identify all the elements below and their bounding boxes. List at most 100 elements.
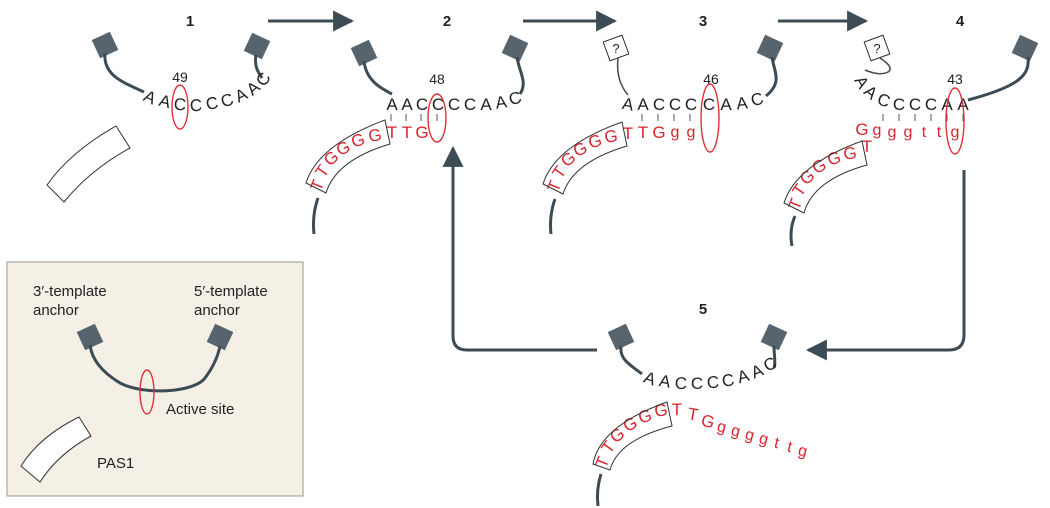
template-rna-3-end xyxy=(362,60,393,96)
template-base: C xyxy=(706,373,720,393)
legend-5-anchor-icon xyxy=(206,323,234,351)
legend: 3′-template anchor 5′-template anchor Ac… xyxy=(6,261,304,497)
template-3-anchor xyxy=(91,31,119,59)
dna-base: G xyxy=(699,411,716,433)
legend-3-anchor-label-line2: anchor xyxy=(33,302,79,319)
template-base: C xyxy=(173,94,187,114)
template-5-anchor xyxy=(760,323,788,351)
dna-base: T xyxy=(623,124,633,143)
legend-5-anchor-label-line1: 5′-template xyxy=(194,283,268,300)
arrow-4-to-5 xyxy=(805,170,966,361)
position-label-4: 43 xyxy=(947,71,963,87)
dna-base: g xyxy=(715,418,728,437)
template-base: C xyxy=(189,96,202,116)
dna-base: G xyxy=(855,120,868,139)
dna-base: T xyxy=(672,400,682,419)
pas1-domain xyxy=(305,119,391,194)
dna-base: g xyxy=(873,122,882,139)
dna-tail xyxy=(789,215,797,247)
arrow-5-to-2 xyxy=(442,145,597,352)
step-number-4: 4 xyxy=(956,13,965,30)
dna-base: G xyxy=(636,405,654,427)
dna-base: G xyxy=(825,147,843,169)
dna-base: T xyxy=(862,137,872,156)
template-rna-5-end xyxy=(967,56,1030,102)
dna-base: g xyxy=(757,430,770,449)
pas1-domain xyxy=(542,121,628,195)
legend-pas1-icon xyxy=(20,416,92,483)
position-label-1: 49 xyxy=(172,69,188,85)
template-base: C xyxy=(204,93,219,114)
dna-base: t xyxy=(937,124,942,141)
dna-base: G xyxy=(349,129,367,151)
step-3: ? A A C C C C A A C g g G T T G G G G xyxy=(542,34,784,235)
dna-base: g xyxy=(796,442,809,461)
template-base: C xyxy=(506,88,524,110)
dna-base: t xyxy=(785,439,794,457)
legend-5-anchor-label-line2: anchor xyxy=(194,302,240,319)
template-base: C xyxy=(416,95,428,114)
template-rna-3-end xyxy=(864,57,891,75)
step-number-5: 5 xyxy=(699,301,707,318)
legend-active-site-label: Active site xyxy=(166,401,234,418)
template-5-anchor xyxy=(756,34,784,62)
dna-base: g xyxy=(951,124,960,141)
template-base: C xyxy=(703,95,715,114)
template-5-anchor xyxy=(243,32,271,60)
legend-pas1-label: PAS1 xyxy=(97,455,134,472)
dna-strand: T T G G G G T T G g g g g t t g xyxy=(592,400,809,471)
template-sequence: A A C C C C A A C xyxy=(641,353,780,393)
template-base: C xyxy=(720,370,735,391)
template-base: A xyxy=(141,86,160,108)
dna-base: T xyxy=(387,123,397,142)
step-number-3: 3 xyxy=(699,13,707,30)
unknown-anchor xyxy=(602,34,630,62)
dna-tail xyxy=(312,197,320,235)
step-5: A A C C C C A A C T T G G G G T T G g g … xyxy=(592,323,809,507)
dna-base: T xyxy=(686,404,700,425)
template-base: C xyxy=(448,95,460,114)
dna-base: g xyxy=(671,124,680,141)
template-base: A xyxy=(494,92,509,112)
template-rna-3-end xyxy=(103,52,145,94)
template-base: A xyxy=(621,94,636,115)
template-base: C xyxy=(218,90,236,112)
template-base: C xyxy=(893,95,905,114)
dna-base: G xyxy=(603,126,619,147)
step-number-2: 2 xyxy=(443,13,451,30)
dna-base: G xyxy=(415,123,428,142)
active-site-marker xyxy=(427,93,447,143)
template-base: C xyxy=(925,95,937,114)
template-base: C xyxy=(749,89,766,111)
template-rna-3-end xyxy=(616,57,629,96)
template-base: C xyxy=(909,95,921,114)
step-4: ? A A C C C C A A C g t t g g g G T xyxy=(783,34,1039,247)
dna-base: t xyxy=(922,124,927,141)
legend-active-site-marker xyxy=(139,369,155,415)
dna-tail xyxy=(595,473,603,507)
template-5-anchor xyxy=(501,34,529,62)
dna-base: g xyxy=(743,426,756,445)
base-pair-ticks xyxy=(882,114,964,121)
active-site-marker xyxy=(171,84,189,130)
template-base: A xyxy=(157,91,174,112)
dna-base: g xyxy=(687,124,696,141)
active-site-marker xyxy=(945,87,965,155)
template-3-anchor xyxy=(350,39,378,67)
template-base: C xyxy=(432,95,444,114)
template-rna-5-end xyxy=(515,56,525,95)
transition-arrows xyxy=(268,10,966,361)
template-base: A xyxy=(401,95,413,114)
step-number-1: 1 xyxy=(186,13,194,30)
template-base: C xyxy=(685,95,697,114)
dna-strand: g g G T T G G G G T T xyxy=(544,123,696,195)
dna-strand: G T T G G G G T T xyxy=(307,123,429,194)
template-sequence: A A C C C C A A C xyxy=(141,69,275,115)
template-base: A xyxy=(637,95,649,114)
template-base: A xyxy=(658,371,673,392)
dna-base: T xyxy=(638,123,648,142)
unknown-anchor-label: ? xyxy=(873,41,880,56)
dna-tail xyxy=(549,198,557,235)
dna-base: t xyxy=(772,435,781,453)
base-pair-ticks xyxy=(641,114,691,121)
